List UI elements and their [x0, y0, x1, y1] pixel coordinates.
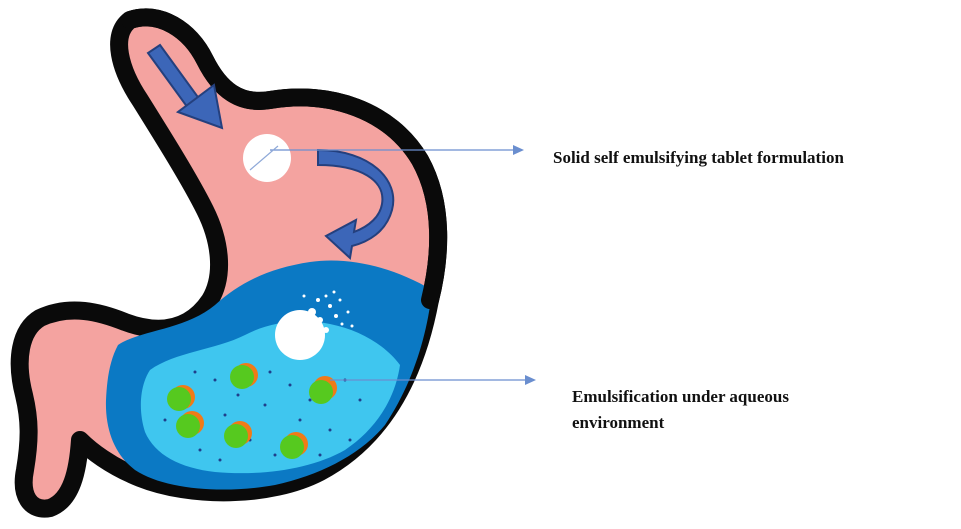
emulsification-label-line2: environment — [572, 410, 789, 436]
emulsification-label: Emulsification under aqueous environment — [572, 384, 789, 436]
dissolving-tablet-icon — [275, 310, 325, 360]
tablet-icon — [243, 134, 291, 182]
tablet-formulation-label: Solid self emulsifying tablet formulatio… — [553, 145, 844, 171]
emulsification-label-line1: Emulsification under aqueous — [572, 384, 789, 410]
